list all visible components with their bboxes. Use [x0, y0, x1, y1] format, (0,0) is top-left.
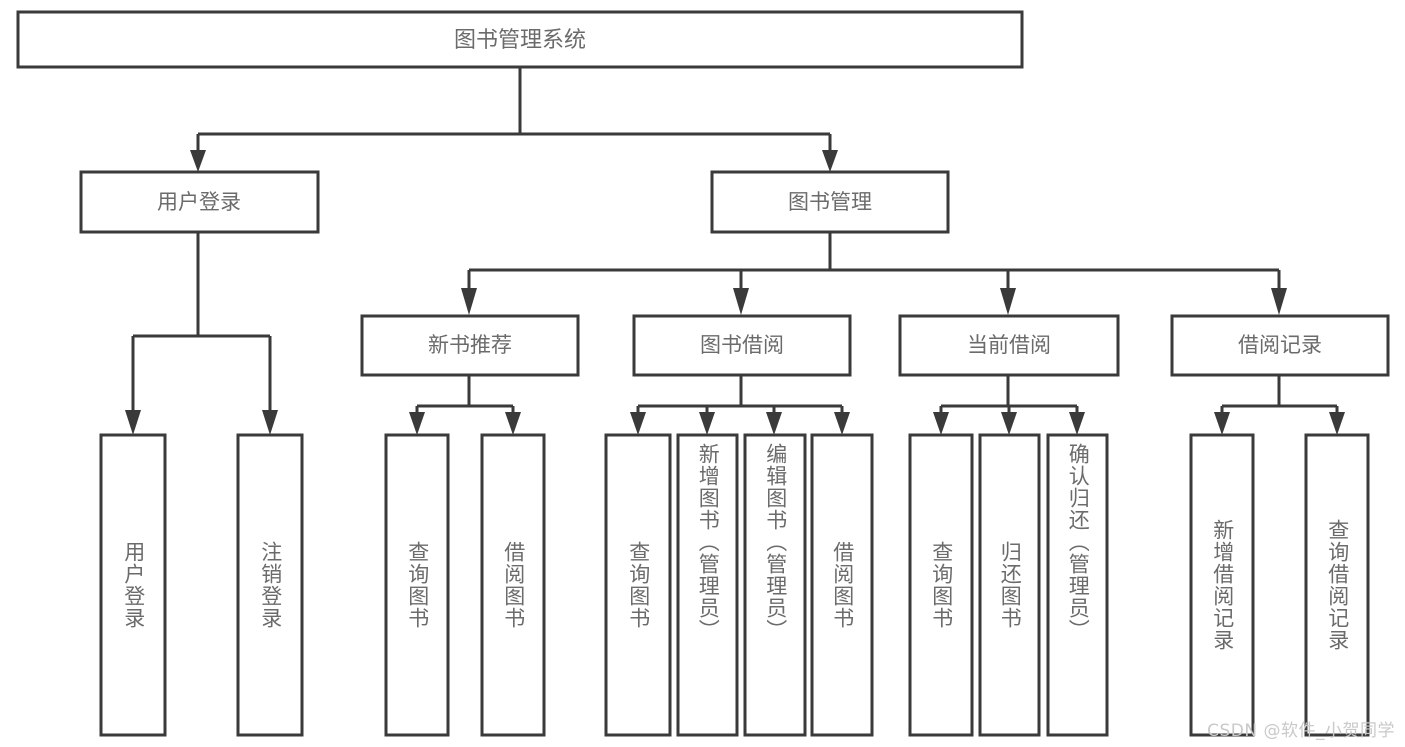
node-box-new-book-recommend[interactable]: [360, 314, 580, 377]
arrow-head-br-leaf2: [1329, 412, 1345, 435]
arrow-head-new-book-recommend: [461, 288, 477, 315]
arrow-head-cb-leaf2: [1001, 412, 1017, 435]
node-box-leaf-user-login[interactable]: [99, 433, 167, 737]
arrow-head-cb-leaf1: [933, 412, 949, 435]
arrow-head-bb-leaf2: [699, 412, 715, 435]
arrow-head-borrow-record: [1271, 288, 1287, 315]
node-label-root: 图书管理系统: [454, 28, 586, 53]
node-box-leaf-nb-borrow-book[interactable]: [480, 433, 546, 737]
node-box-leaf-cb-return-book[interactable]: [978, 433, 1041, 737]
node-box-user-login[interactable]: [79, 170, 320, 234]
node-box-leaf-nb-query-book[interactable]: [384, 433, 450, 737]
arrow-head-bb-leaf1: [630, 412, 646, 435]
node-box-leaf-bb-query-book[interactable]: [604, 433, 672, 737]
node-box-leaf-br-query-record[interactable]: [1304, 433, 1370, 737]
node-box-leaf-bb-edit-book[interactable]: [743, 433, 807, 737]
csdn-watermark: CSDN @软件_小贺同学: [1207, 721, 1395, 741]
node-box-leaf-cb-query-book[interactable]: [908, 433, 974, 737]
node-label-new-book-recommend: 新书推荐: [428, 333, 512, 357]
node-label-book-manage: 图书管理: [788, 190, 872, 214]
node-box-group: 图书管理系统 用户登录 图书管理 新书推荐 图书借阅 当前借阅 借阅记录: [16, 10, 1390, 737]
arrow-head-nb-leaf1: [409, 412, 425, 435]
arrow-head-book-manage: [822, 150, 838, 172]
node-box-current-borrow[interactable]: [898, 314, 1120, 377]
node-box-leaf-logout[interactable]: [236, 433, 304, 737]
arrow-head-leaf-logout: [262, 410, 278, 435]
node-box-leaf-br-add-record[interactable]: [1189, 433, 1255, 737]
arrow-head-user-login: [190, 150, 206, 172]
node-box-book-manage[interactable]: [710, 170, 950, 234]
arrow-head-current-borrow: [1000, 288, 1016, 315]
node-label-borrow-record: 借阅记录: [1238, 333, 1322, 357]
node-box-borrow-record[interactable]: [1170, 314, 1390, 377]
node-label-user-login: 用户登录: [157, 190, 241, 214]
node-label-book-borrow: 图书借阅: [700, 333, 784, 357]
node-box-leaf-cb-confirm-return[interactable]: [1046, 433, 1109, 737]
arrow-head-cb-leaf3: [1069, 412, 1085, 435]
arrow-head-bb-leaf4: [834, 412, 850, 435]
node-box-root[interactable]: [16, 10, 1024, 69]
node-label-current-borrow: 当前借阅: [967, 333, 1051, 357]
node-box-leaf-bb-borrow-book[interactable]: [810, 433, 874, 737]
arrow-head-br-leaf1: [1214, 412, 1230, 435]
node-box-book-borrow[interactable]: [632, 314, 852, 377]
connector-group: [125, 67, 1345, 435]
arrow-head-nb-leaf2: [505, 412, 521, 435]
arrow-head-bb-leaf3: [766, 412, 782, 435]
node-box-leaf-bb-add-book[interactable]: [676, 433, 739, 737]
arrow-head-leaf-user-login: [125, 410, 141, 435]
arrow-head-book-borrow: [733, 288, 749, 315]
